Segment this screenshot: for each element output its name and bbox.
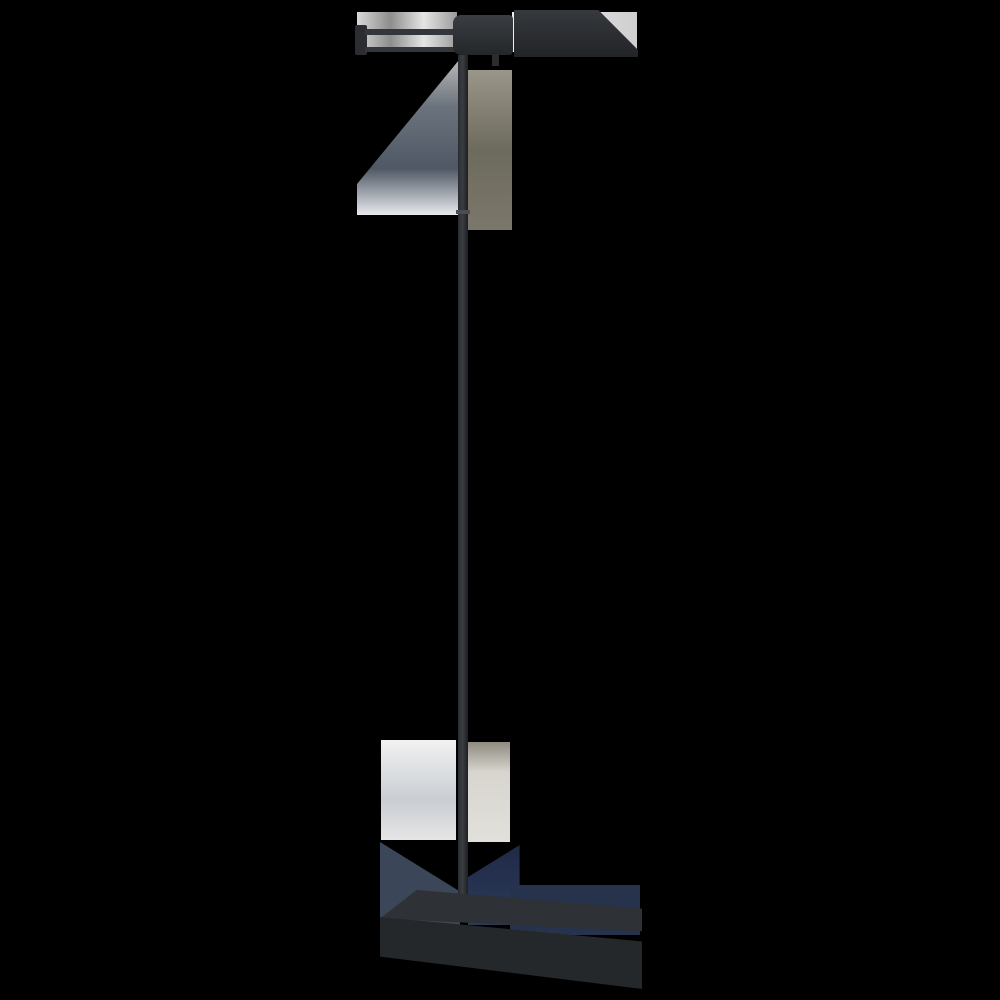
background-artifact-olive [467,70,512,230]
lamp-joint [453,15,513,55]
background-artifact-lower-left [381,740,456,840]
lamp-pole-coupler [456,210,470,214]
background-artifact-lower-right [468,742,510,842]
lamp-shade [514,10,638,57]
lamp-swing-arm-upper [365,29,455,35]
lamp-swing-arm-lower [365,47,455,52]
lamp-pole [458,55,468,910]
lamp-arm-bracket [355,25,367,55]
lamp-switch-knob [492,54,499,66]
